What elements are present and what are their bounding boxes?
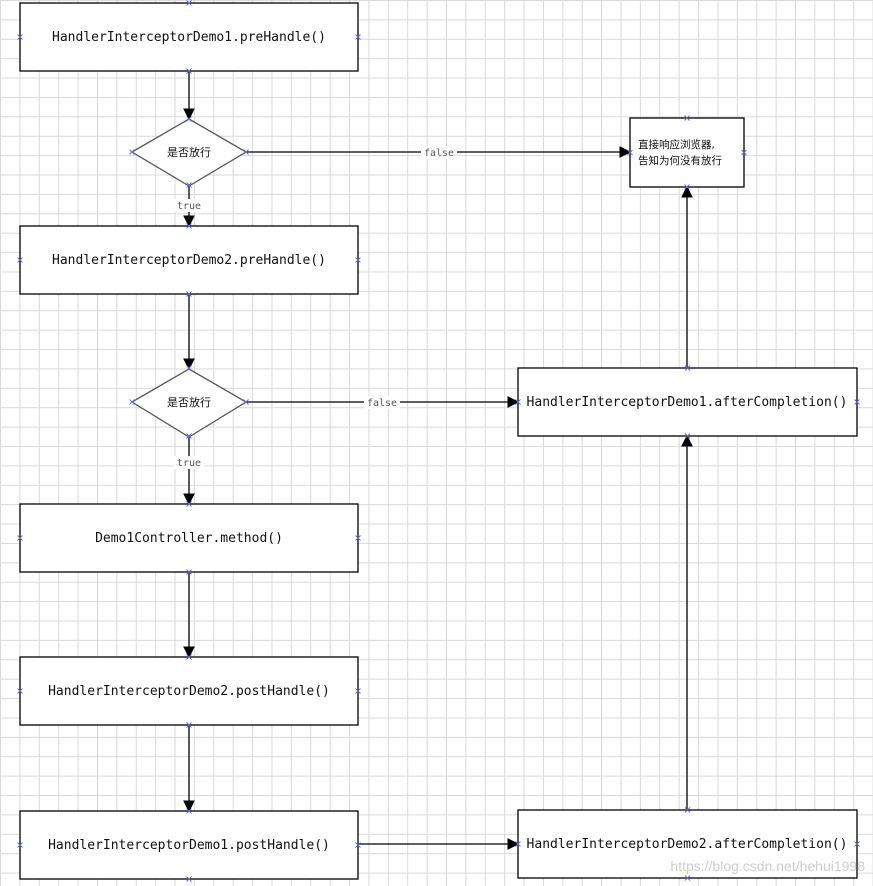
demo1-prehandle-label: HandlerInterceptorDemo1.preHandle() [52, 30, 326, 45]
anchor-x-mark [186, 433, 192, 439]
anchor-x-mark [243, 399, 249, 405]
decision-1-label: 是否放行 [167, 145, 211, 159]
anchor-x-mark [684, 433, 691, 439]
watermark: https://blog.csdn.net/hehui1998 [670, 858, 865, 874]
anchor-x-mark [854, 841, 860, 847]
controller-method-label: Demo1Controller.method() [95, 531, 283, 546]
anchor-x-mark [355, 842, 361, 848]
anchor-x-mark [17, 257, 23, 263]
node-demo2-aftercompletion: HandlerInterceptorDemo2.afterCompletion(… [517, 809, 858, 879]
anchor-x-mark [355, 34, 361, 40]
node-demo1-aftercompletion: HandlerInterceptorDemo1.afterCompletion(… [517, 367, 858, 437]
anchor-x-mark [186, 722, 192, 728]
node-decision-1: 是否放行 [130, 118, 248, 187]
anchor-x-mark [186, 365, 192, 371]
anchor-x-mark [684, 807, 691, 813]
anchor-x-mark [515, 399, 521, 405]
anchor-x-mark [684, 184, 690, 190]
anchor-x-mark [684, 875, 691, 881]
anchor-x-mark [515, 841, 521, 847]
anchor-x-mark [186, 291, 192, 297]
node-decision-2: 是否放行 [130, 368, 248, 438]
anchor-x-mark [854, 399, 860, 405]
anchor-x-mark [355, 535, 361, 541]
anchor-x-mark [186, 68, 192, 74]
anchor-x-mark [684, 115, 690, 121]
decision2-false-label: false [367, 398, 397, 409]
connection-anchors [17, 0, 860, 882]
anchor-x-mark [186, 182, 192, 188]
anchor-x-mark [129, 149, 135, 155]
anchor-x-mark [186, 808, 192, 814]
anchor-x-mark [186, 654, 192, 660]
demo2-posthandle-label: HandlerInterceptorDemo2.postHandle() [48, 684, 330, 699]
anchor-x-mark [355, 688, 361, 694]
demo2-aftercompletion-label: HandlerInterceptorDemo2.afterCompletion(… [527, 837, 848, 852]
anchor-x-mark [243, 149, 249, 155]
anchor-x-mark [129, 399, 135, 405]
anchor-x-mark [627, 149, 633, 156]
node-demo2-posthandle: HandlerInterceptorDemo2.postHandle() [19, 656, 359, 726]
node-respond-browser: 直接响应浏览器, 告知为何没有放行 [629, 117, 745, 188]
decision1-false-label: false [424, 148, 454, 159]
edges [183, 71, 693, 850]
demo1-aftercompletion-label: HandlerInterceptorDemo1.afterCompletion(… [527, 395, 848, 410]
node-controller-method: Demo1Controller.method() [19, 503, 359, 573]
anchor-x-mark [186, 876, 192, 882]
anchor-x-mark [355, 257, 361, 263]
anchor-x-mark [186, 116, 192, 122]
respond-browser-line2: 告知为何没有放行 [638, 154, 722, 167]
anchor-x-mark [186, 223, 192, 229]
anchor-x-mark [17, 688, 23, 694]
decision-2-label: 是否放行 [167, 395, 211, 409]
anchor-x-mark [186, 501, 192, 507]
anchor-x-mark [684, 365, 691, 371]
edge-labels: true false true false [174, 146, 457, 469]
decision2-true-label: true [177, 458, 201, 469]
decision1-true-label: true [177, 201, 201, 212]
node-demo1-prehandle: HandlerInterceptorDemo1.preHandle() [19, 2, 359, 72]
node-demo2-prehandle: HandlerInterceptorDemo2.preHandle() [19, 225, 359, 295]
anchor-x-mark [186, 569, 192, 575]
respond-browser-line1: 直接响应浏览器, [638, 138, 715, 151]
node-demo1-posthandle: HandlerInterceptorDemo1.postHandle() [19, 810, 359, 880]
anchor-x-mark [186, 0, 192, 6]
demo2-prehandle-label: HandlerInterceptorDemo2.preHandle() [52, 253, 326, 268]
anchor-x-mark [17, 34, 23, 40]
anchor-x-mark [741, 149, 747, 156]
anchor-x-mark [17, 535, 23, 541]
anchor-x-mark [17, 842, 23, 848]
demo1-posthandle-label: HandlerInterceptorDemo1.postHandle() [48, 838, 330, 853]
